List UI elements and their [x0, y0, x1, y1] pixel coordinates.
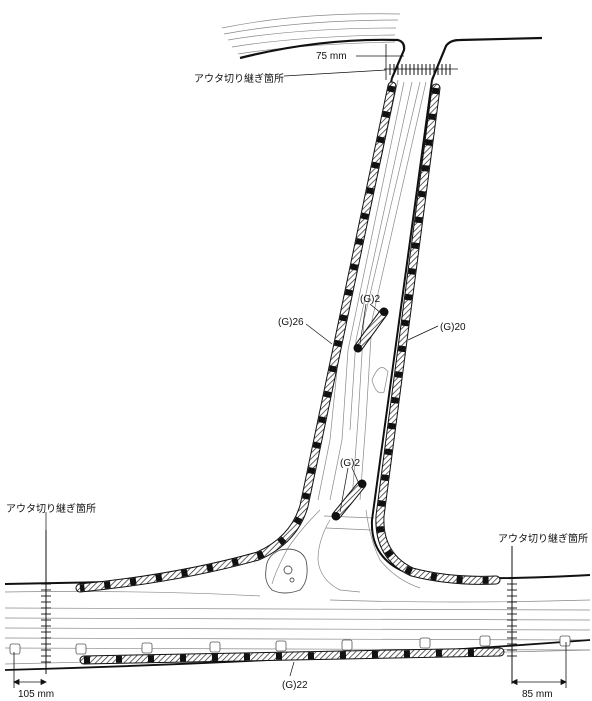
- weld-seam-g26-spots: [79, 85, 396, 592]
- label-dim-right: 85 mm: [522, 689, 553, 700]
- roof-edge-right: [430, 36, 543, 81]
- label-dim-left: 105 mm: [18, 689, 54, 700]
- cut-ticks-right: [507, 577, 517, 657]
- leaders: [289, 303, 439, 677]
- lower-bracket: [265, 548, 308, 594]
- cut-ticks-left: [41, 583, 51, 663]
- label-cut-left: アウタ切り継ぎ箇所: [6, 502, 96, 515]
- weld-spot-g2-lower-a: [332, 512, 340, 520]
- weld-seam-g20-hatch: [376, 84, 500, 584]
- dim-left: [13, 652, 47, 688]
- label-cut-top: アウタ切り継ぎ箇所: [194, 72, 284, 85]
- weld-spot-g2-upper-a: [354, 344, 362, 352]
- roof-outline: [221, 13, 401, 55]
- label-weld-g26: (G)26: [278, 317, 304, 328]
- weld-seam-g22-spots: [83, 648, 501, 664]
- leader-cut-top: [283, 69, 387, 77]
- rocker-holes: [9, 635, 571, 655]
- label-weld-g22: (G)22: [282, 680, 308, 691]
- dim-top: [356, 44, 458, 80]
- weld-spot-g2-upper-b: [380, 308, 388, 316]
- weld-seam-g26-hatch: [76, 82, 396, 592]
- cut-ticks-top: [389, 64, 451, 75]
- label-dim-top: 75 mm: [316, 51, 347, 62]
- label-cut-right: アウタ切り継ぎ箇所: [498, 532, 588, 545]
- label-weld-g2-upper: (G)2: [360, 294, 380, 305]
- weld-seam-g2-upper-hatch: [354, 308, 388, 352]
- label-weld-g2-lower: (G)2: [340, 458, 360, 469]
- roof-edge-left: [239, 38, 406, 79]
- dim-right: [511, 642, 567, 688]
- weld-seam-g26: [75, 81, 397, 593]
- label-weld-g20: (G)20: [440, 322, 466, 333]
